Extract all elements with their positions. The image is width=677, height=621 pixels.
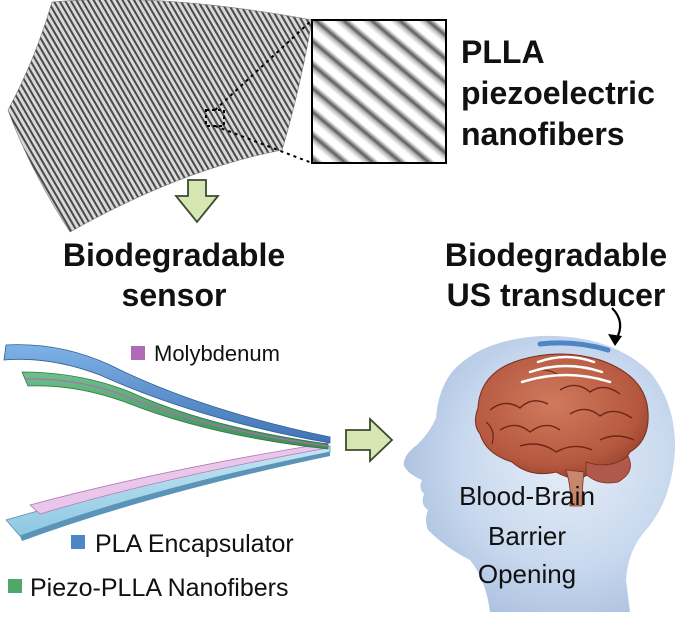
- brain: [474, 353, 649, 507]
- curved-arrow-icon: [608, 307, 622, 346]
- outcome-line3: Opening: [478, 559, 576, 589]
- outcome-line1: Blood-Brain: [459, 481, 595, 511]
- legend: Molybdenum PLA Encapsulator Piezo-PLLA N…: [8, 341, 294, 602]
- transducer-heading-line2: US transducer: [447, 277, 666, 313]
- transducer-heading-line1: Biodegradable: [445, 237, 667, 273]
- outcome-line2: Barrier: [488, 521, 566, 551]
- plla-title: PLLA piezoelectric nanofibers: [461, 34, 655, 152]
- legend-label-pla: PLA Encapsulator: [95, 530, 294, 558]
- legend-swatch-pla: [71, 535, 85, 549]
- sensor-heading-line2: sensor: [122, 277, 227, 313]
- plla-title-line1: PLLA: [461, 34, 545, 70]
- transducer-heading: Biodegradable US transducer: [445, 237, 667, 313]
- plla-title-line3: nanofibers: [461, 116, 625, 152]
- nanofiber-zoom-detail: [311, 19, 447, 164]
- zoom-selection: [205, 19, 313, 164]
- legend-swatch-nanofibers: [8, 579, 22, 593]
- right-arrow-icon: [345, 416, 394, 464]
- nanofiber-mat: [7, 0, 313, 233]
- layered-sensor: [3, 344, 331, 541]
- down-arrow-icon: [174, 179, 220, 224]
- legend-label-molybdenum: Molybdenum: [154, 341, 280, 366]
- legend-swatch-molybdenum: [131, 346, 145, 360]
- legend-label-nanofibers: Piezo-PLLA Nanofibers: [30, 574, 288, 602]
- us-transducer-strip: [537, 340, 611, 353]
- outcome-label: Blood-Brain Barrier Opening: [459, 481, 595, 589]
- ultrasound-waves: [520, 355, 612, 384]
- sensor-heading-line1: Biodegradable: [63, 237, 285, 273]
- sensor-heading: Biodegradable sensor: [63, 237, 285, 313]
- plla-title-line2: piezoelectric: [461, 75, 655, 111]
